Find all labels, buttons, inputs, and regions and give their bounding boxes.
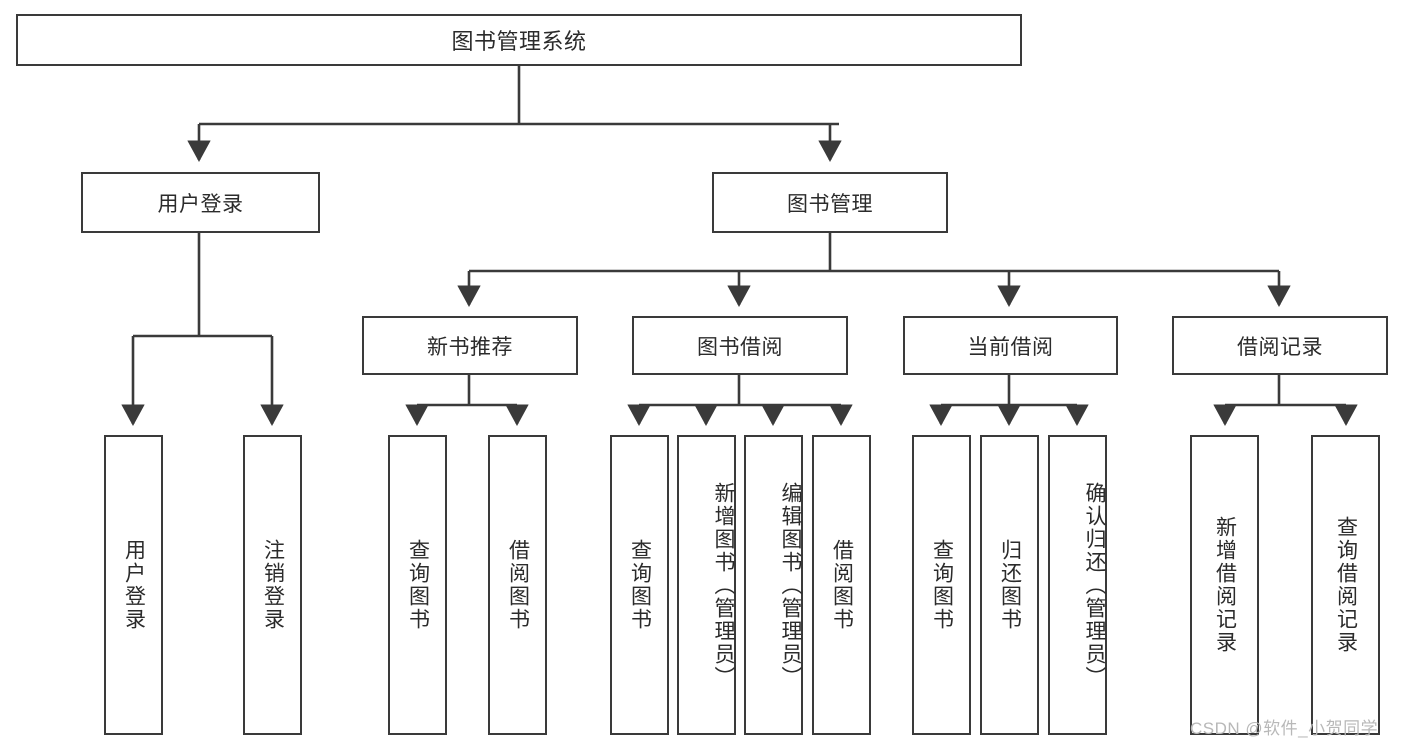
leaf-confirm-return-admin[interactable]: 确认归还（管理员）	[1048, 435, 1107, 735]
node-label: 图书借阅	[697, 335, 783, 359]
leaf-add-book-admin[interactable]: 新增图书（管理员）	[677, 435, 736, 735]
leaf-query-book-recommend[interactable]: 查询图书	[388, 435, 447, 735]
node-label: 用户登录	[122, 539, 146, 631]
node-label: 借阅记录	[1237, 335, 1323, 359]
node-label: 借阅图书	[830, 539, 854, 631]
leaf-borrow-book-recommend[interactable]: 借阅图书	[488, 435, 547, 735]
node-user-login[interactable]: 用户登录	[81, 172, 320, 233]
watermark-csdn: CSDN @软件_小贺同学	[1190, 714, 1378, 739]
node-label: 归还图书	[998, 539, 1022, 631]
node-root-book-management-system[interactable]: 图书管理系统	[16, 14, 1022, 66]
node-label: 用户登录	[157, 192, 244, 216]
node-label: 查询图书	[628, 539, 652, 631]
node-book-borrow[interactable]: 图书借阅	[632, 316, 848, 375]
node-borrow-record[interactable]: 借阅记录	[1172, 316, 1388, 375]
node-label: 图书管理系统	[451, 29, 587, 54]
node-label: 编辑图书（管理员）	[779, 481, 802, 689]
node-label: 借阅图书	[506, 539, 530, 631]
leaf-query-borrow-record[interactable]: 查询借阅记录	[1311, 435, 1380, 735]
node-current-borrow[interactable]: 当前借阅	[903, 316, 1118, 375]
leaf-add-borrow-record[interactable]: 新增借阅记录	[1190, 435, 1259, 735]
leaf-edit-book-admin[interactable]: 编辑图书（管理员）	[744, 435, 803, 735]
node-book-management[interactable]: 图书管理	[712, 172, 948, 233]
leaf-return-book[interactable]: 归还图书	[980, 435, 1039, 735]
node-label: 查询图书	[930, 539, 954, 631]
node-new-book-recommend[interactable]: 新书推荐	[362, 316, 578, 375]
node-label: 新书推荐	[427, 335, 513, 359]
leaf-logout-login[interactable]: 注销登录	[243, 435, 302, 735]
node-label: 新增借阅记录	[1213, 516, 1237, 654]
watermark-text: CSDN @软件_小贺同学	[1190, 719, 1379, 738]
node-label: 确认归还（管理员）	[1083, 481, 1106, 689]
node-label: 新增图书（管理员）	[712, 481, 735, 689]
leaf-query-book-borrow[interactable]: 查询图书	[610, 435, 669, 735]
leaf-query-book-current[interactable]: 查询图书	[912, 435, 971, 735]
node-label: 注销登录	[261, 539, 285, 631]
node-label: 查询借阅记录	[1334, 516, 1358, 654]
node-label: 图书管理	[787, 192, 873, 216]
node-label: 查询图书	[406, 539, 430, 631]
leaf-borrow-book[interactable]: 借阅图书	[812, 435, 871, 735]
leaf-user-login[interactable]: 用户登录	[104, 435, 163, 735]
node-label: 当前借阅	[967, 335, 1054, 359]
